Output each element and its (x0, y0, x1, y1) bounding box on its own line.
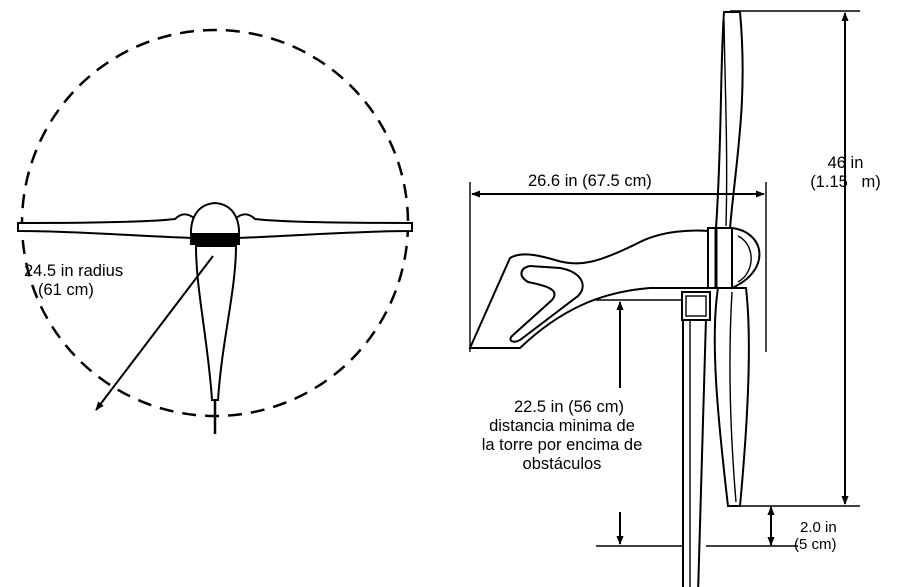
left-blade (17, 213, 200, 240)
tower (682, 317, 708, 587)
front-view (17, 28, 413, 434)
length-label: 26.6 in (67.5 cm) (528, 172, 652, 191)
radius-label-imperial: 24.5 in radius (24, 262, 124, 280)
clearance-label-value: 22.5 in (56 cm) (513, 398, 625, 416)
right-blade (230, 213, 413, 240)
side-view (468, 10, 860, 587)
hub (707, 227, 733, 289)
side-nose-cone (731, 226, 761, 290)
height-label-metric: (1.15 m) (810, 173, 881, 191)
nose-cone (189, 201, 241, 237)
hub-band (190, 233, 240, 245)
offset-label-imperial: 2.0 in (800, 519, 837, 536)
height-label: 46 in (1.15 m) (803, 154, 888, 192)
clearance-label-desc-2: la torre por encima de (481, 436, 643, 454)
radius-label-metric: (61 cm) (38, 281, 94, 299)
tail-cutout (509, 264, 584, 343)
clearance-label-desc-1: distancia minima de (489, 417, 635, 435)
upper-blade (714, 11, 744, 229)
length-label-text: 26.6 in (67.5 cm) (528, 172, 652, 190)
clearance-label: 22.5 in (56 cm) distancia minima de la t… (440, 398, 684, 474)
tail-fin (194, 245, 238, 401)
height-label-imperial: 46 in (827, 154, 864, 172)
radius-arrow (95, 255, 214, 411)
offset-label-metric: (5 cm) (794, 536, 837, 553)
lower-blade (713, 287, 750, 507)
clearance-label-desc-3: obstáculos (522, 455, 602, 473)
radius-label: 24.5 in radius (61 cm) (24, 262, 123, 300)
offset-label: 2.0 in (5 cm) (794, 519, 837, 553)
